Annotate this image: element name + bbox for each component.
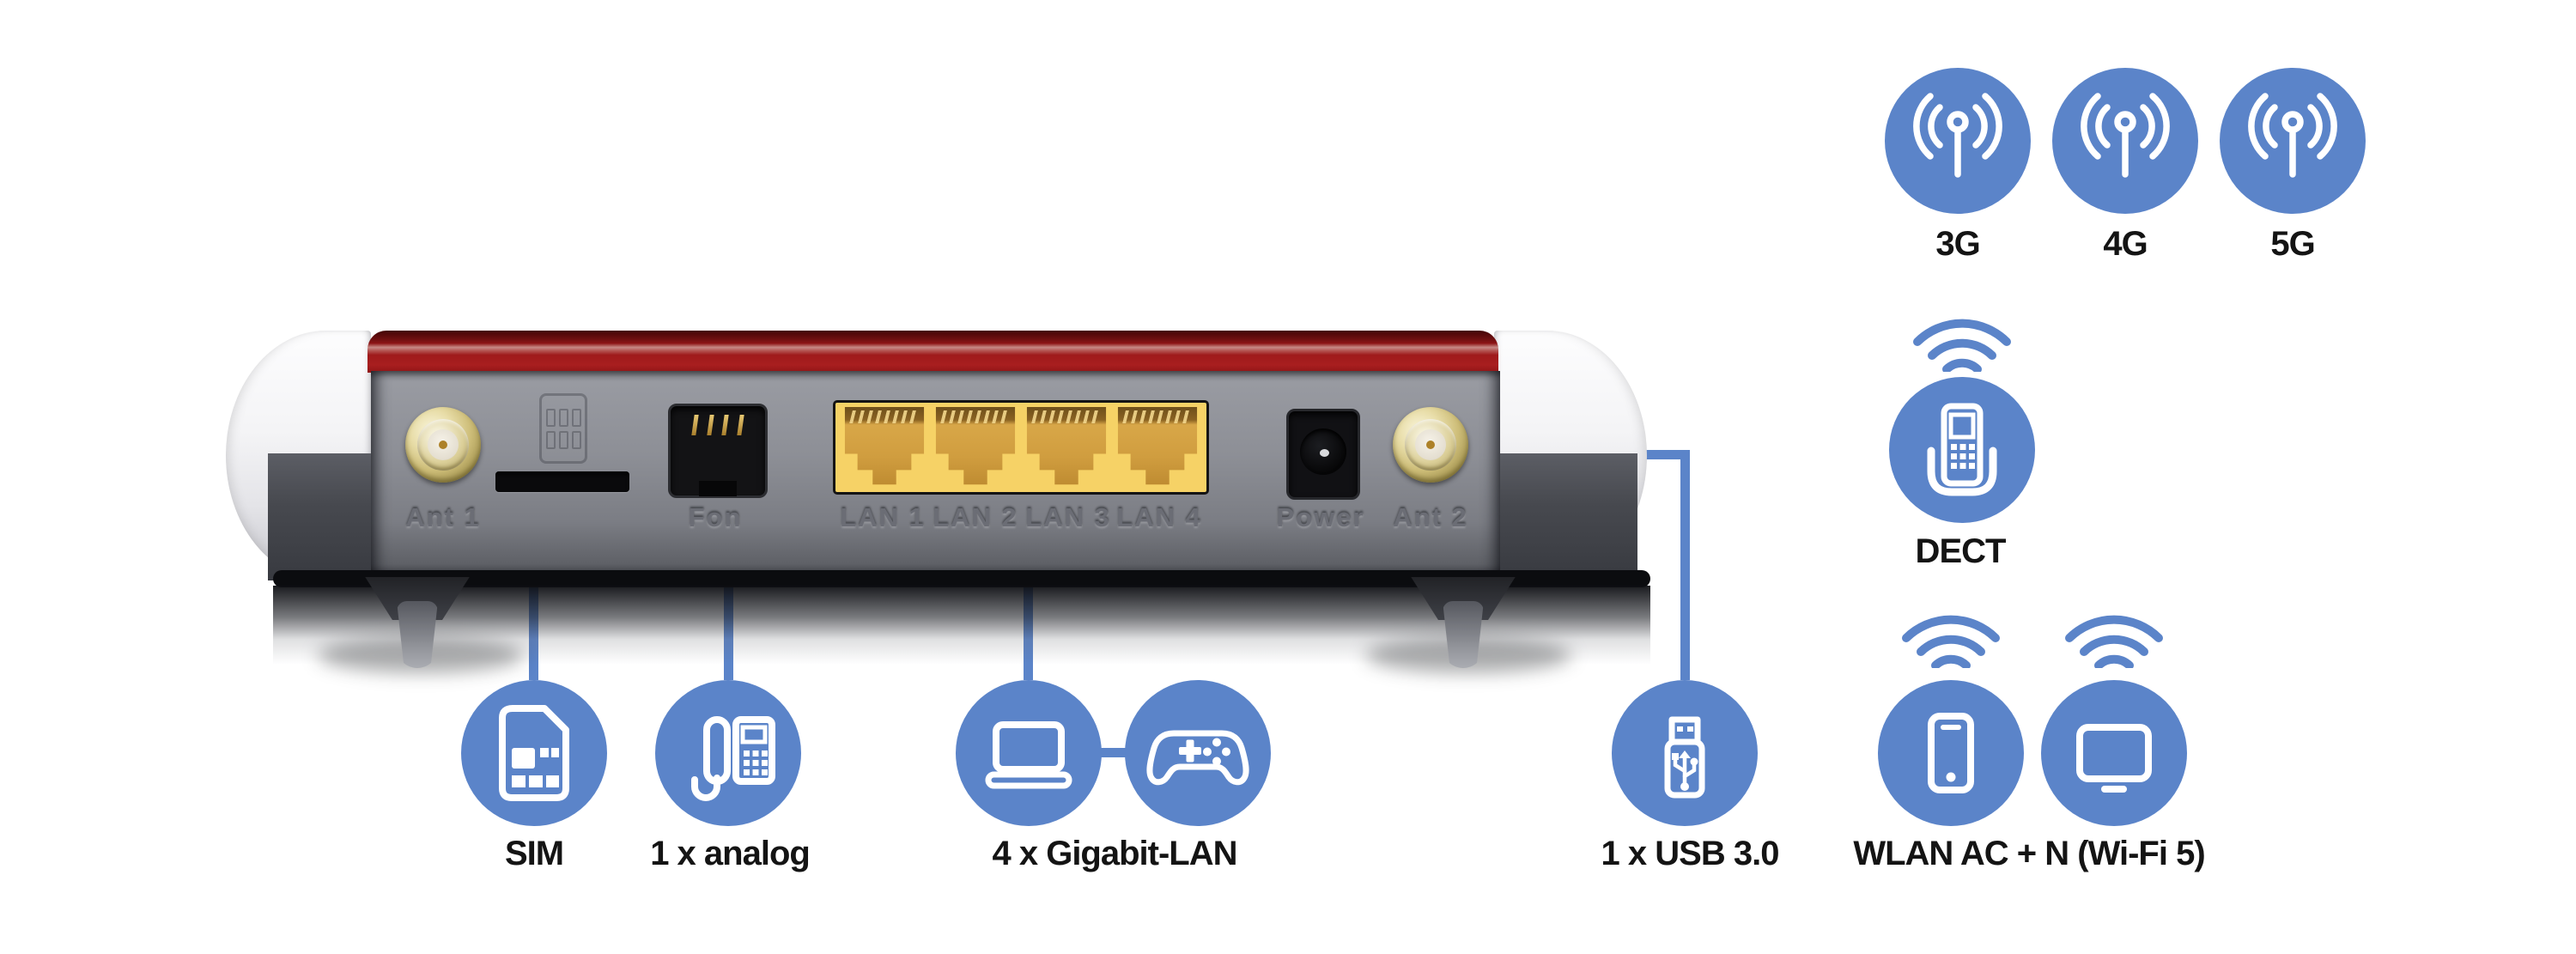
port-label-lan4: LAN 4 [1116, 502, 1202, 532]
router-foot-peg [1443, 601, 1484, 668]
cellular-3g-badge [1885, 68, 2031, 214]
power-jack[interactable] [1286, 409, 1360, 500]
rj11-pins [691, 415, 744, 435]
rj45-pins [1121, 410, 1194, 423]
router-red-top-stripe [368, 331, 1498, 373]
wlan-smartphone-badge [1878, 680, 2024, 826]
lan-port-4[interactable] [1117, 407, 1198, 485]
label-3g: 3G [1935, 225, 1980, 263]
cellular-antenna-icon [2248, 93, 2337, 178]
smartphone-icon [1928, 713, 1974, 793]
wlan-monitor-badge [2041, 680, 2187, 826]
laptop-icon [985, 721, 1072, 789]
label-wlan: WLAN AC + N (Wi-Fi 5) [1853, 835, 2205, 872]
lan-laptop-badge [956, 680, 1102, 826]
power-jack-pin [1320, 449, 1329, 457]
wireless-waves-icon [1902, 615, 2000, 668]
lan-port-block [833, 400, 1209, 495]
port-label-ant2: Ant 2 [1393, 502, 1468, 532]
antenna-connector-1[interactable] [405, 407, 481, 483]
port-label-lan1: LAN 1 [840, 502, 926, 532]
lan-port-2[interactable] [935, 407, 1016, 485]
label-5g: 5G [2270, 225, 2315, 263]
dect-handset-icon [1927, 403, 1997, 496]
port-label-power: Power [1276, 502, 1365, 532]
sma-pin [439, 441, 447, 449]
label-analog: 1 x analog [650, 835, 811, 872]
connector-line-usb-horizontal [1645, 450, 1690, 459]
gamepad-icon [1146, 730, 1249, 786]
antenna-connector-2[interactable] [1393, 407, 1468, 483]
label-gigabit-lan: 4 x Gigabit-LAN [992, 835, 1237, 872]
rj11-notch [699, 481, 737, 496]
sim-badge [461, 680, 607, 826]
sim-card-icon [499, 705, 569, 801]
sma-pin [1426, 441, 1435, 449]
label-sim: SIM [504, 835, 564, 872]
wireless-waves-icon [2065, 615, 2163, 668]
connector-line-usb-vertical [1680, 450, 1690, 680]
router-bottom-edge [273, 570, 1650, 587]
connector-line-lan-icons [1096, 748, 1130, 757]
sim-slot-engraving [539, 393, 587, 464]
label-usb: 1 x USB 3.0 [1601, 835, 1780, 872]
router-bottom-shadow [273, 586, 1650, 665]
cellular-4g-badge [2052, 68, 2198, 214]
rj45-pins [939, 410, 1012, 423]
port-label-lan2: LAN 2 [933, 502, 1018, 532]
label-dect: DECT [1915, 532, 2007, 570]
sim-card-slot[interactable] [495, 471, 629, 492]
analog-phone-icon [691, 716, 775, 801]
dect-badge [1889, 377, 2035, 523]
wireless-waves-icon [1913, 319, 2011, 372]
usb-badge [1612, 680, 1758, 826]
lan-port-3[interactable] [1026, 407, 1107, 485]
cellular-5g-badge [2220, 68, 2366, 214]
cellular-antenna-icon [2081, 93, 2170, 178]
lan-gamepad-badge [1125, 680, 1271, 826]
rj45-pins [848, 410, 920, 423]
cellular-antenna-icon [1913, 93, 2002, 178]
port-label-lan3: LAN 3 [1025, 502, 1111, 532]
analog-badge [655, 680, 801, 826]
usb-stick-icon [1664, 716, 1705, 799]
port-label-ant1: Ant 1 [405, 502, 481, 532]
router-foot-peg [397, 601, 438, 668]
label-4g: 4G [2103, 225, 2148, 263]
monitor-icon [2076, 724, 2152, 793]
rj45-pins [1030, 410, 1103, 423]
port-label-fon: Fon [688, 502, 743, 532]
fon-port[interactable] [668, 404, 768, 498]
lan-port-1[interactable] [844, 407, 925, 485]
